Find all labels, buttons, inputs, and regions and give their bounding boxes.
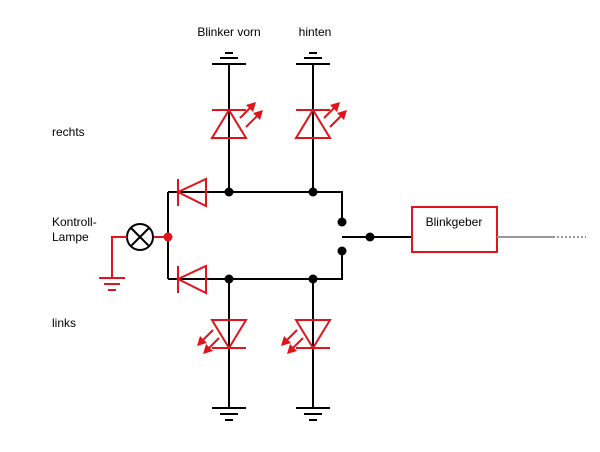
- led-front-left: [197, 319, 248, 354]
- label-indicator-lamp-1: Kontroll-: [52, 215, 97, 229]
- led-rear-left: [281, 319, 332, 354]
- ground-bottom-rear: [296, 407, 330, 421]
- rail-left: [168, 251, 343, 280]
- label-rear: hinten: [299, 25, 332, 39]
- label-indicator-lamp-2: Lampe: [52, 230, 89, 244]
- junction: [224, 187, 234, 197]
- rail-right: [168, 191, 343, 222]
- indicator-lamp: [126, 223, 154, 251]
- wire-lamp-ground: [111, 236, 127, 278]
- label-left: links: [52, 316, 76, 330]
- junction-lamp: [163, 232, 173, 242]
- flasher-label: Blinkgeber: [426, 215, 483, 229]
- direction-switch: [337, 217, 412, 256]
- label-front: Blinker vorn: [197, 25, 260, 39]
- ground-lamp: [99, 277, 125, 291]
- flasher-unit: Blinkgeber: [411, 206, 498, 253]
- diode-left: [175, 264, 207, 295]
- diode-right: [175, 177, 207, 208]
- ground-top-front: [212, 52, 246, 65]
- label-right: rechts: [52, 125, 85, 139]
- led-front-right: [210, 102, 263, 139]
- junction: [308, 187, 318, 197]
- ground-top-rear: [296, 52, 330, 65]
- led-rear-right: [294, 102, 347, 139]
- ground-bottom-front: [212, 407, 246, 421]
